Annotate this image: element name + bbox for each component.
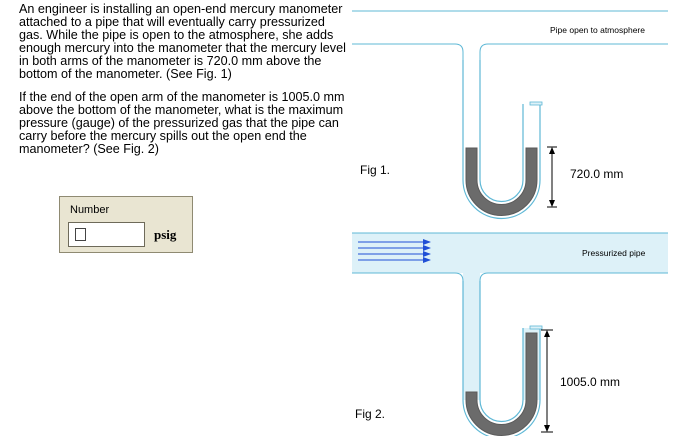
fig2-pipe-label: Pressurized pipe [582, 248, 646, 258]
fig2-pipe-fill [352, 233, 668, 273]
answer-unit: psig [154, 227, 177, 242]
problem-paragraph-1: An engineer is installing an open-end me… [19, 2, 346, 81]
fig1-dimension-line [547, 146, 557, 208]
flow-arrows [358, 239, 431, 263]
fig2-caption: Fig 2. [355, 407, 385, 421]
figure-1 [352, 10, 668, 220]
answer-panel: Number psig [59, 196, 193, 253]
fig1-pipe-label: Pipe open to atmosphere [550, 25, 645, 35]
fig2-dimension-line [541, 329, 553, 433]
answer-label: Number [70, 204, 110, 216]
fig2-mercury [465, 332, 538, 436]
fig1-caption: Fig 1. [360, 163, 390, 177]
problem-paragraph-2: If the end of the open arm of the manome… [19, 90, 345, 156]
fig1-mercury [465, 147, 538, 216]
text-cursor-icon [75, 228, 86, 241]
figure-2 [352, 232, 668, 436]
problem-statement: An engineer is installing an open-end me… [19, 3, 349, 166]
fig1-pipe-bottom-wall [352, 43, 668, 180]
fig2-dimension-label: 1005.0 mm [560, 375, 620, 389]
answer-input[interactable] [68, 222, 145, 247]
fig1-dimension-label: 720.0 mm [570, 167, 623, 181]
